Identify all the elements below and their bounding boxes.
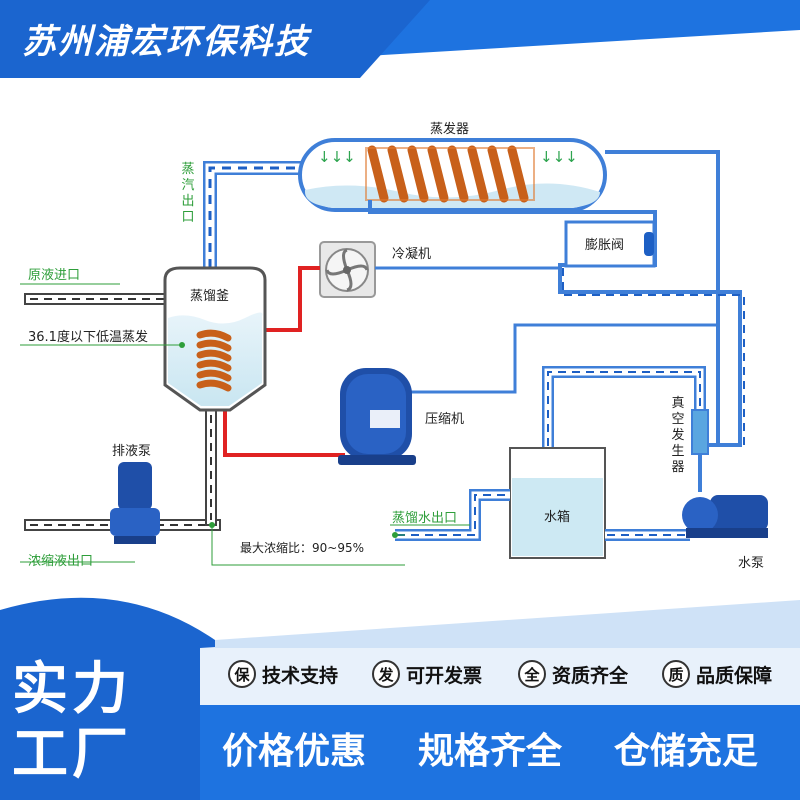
label-low-temp: 36.1度以下低温蒸发	[28, 330, 148, 345]
badge-icon: 保	[228, 660, 256, 688]
bottom-text-storage: 仓储充足	[614, 731, 759, 772]
badge-quality: 质品质保障	[662, 655, 772, 693]
label-water-pump: 水泵	[738, 556, 765, 571]
steam-pipe	[203, 161, 305, 270]
label-evaporator: 蒸发器	[430, 122, 470, 137]
svg-text:↓↓↓: ↓↓↓	[540, 148, 578, 166]
badge-invoice: 发可开发票	[372, 655, 482, 693]
label-feed-inlet: 原液进口	[28, 268, 81, 283]
label-compressor: 压缩机	[425, 412, 465, 427]
header-band	[0, 0, 800, 78]
badge-tech-support: 保技术支持	[228, 655, 338, 693]
expansion-valve	[644, 232, 654, 256]
badge-icon: 全	[518, 660, 546, 688]
vacuum-generator	[691, 409, 709, 455]
kettle	[163, 266, 267, 412]
discharge-pump	[110, 462, 160, 544]
label-condenser: 冷凝机	[392, 247, 432, 262]
feed-pipe	[24, 293, 171, 305]
vacuum-pipes	[542, 366, 706, 448]
right-pipes	[368, 150, 745, 448]
down-arrows-left: ↓↓↓	[318, 148, 356, 166]
svg-text:↓↓↓: ↓↓↓	[318, 148, 356, 166]
label-water-tank: 水箱	[544, 510, 571, 525]
slogan-line1: 实力	[12, 657, 132, 722]
badge-icon: 质	[662, 660, 690, 688]
water-tank	[509, 447, 606, 559]
label-steam-outlet: 蒸汽出口	[181, 162, 195, 225]
bottom-band	[200, 705, 800, 800]
badge-qualification: 全资质齐全	[518, 655, 628, 693]
label-concentrate-outlet: 浓缩液出口	[28, 554, 94, 569]
company-name: 苏州浦宏环保科技	[22, 22, 310, 62]
kettle-coil	[196, 329, 232, 392]
water-pump	[682, 495, 768, 538]
bottom-text-spec: 规格齐全	[418, 731, 563, 772]
label-discharge-pump: 排液泵	[112, 444, 152, 459]
bottom-text-price: 价格优惠	[222, 731, 367, 772]
badge-icon: 发	[372, 660, 400, 688]
label-max-ratio: 最大浓缩比：90~95%	[240, 541, 364, 555]
pump-pipe	[605, 454, 702, 541]
slogan-line2: 工厂	[12, 722, 132, 787]
down-arrows-right: ↓↓↓	[540, 148, 578, 166]
distilled-pipe	[395, 489, 510, 541]
slogan-bg	[0, 597, 215, 800]
compressor-unit	[338, 368, 416, 465]
label-expansion-valve: 膨胀阀	[585, 238, 625, 253]
evaporator-coil	[367, 145, 529, 203]
label-distillation-kettle: 蒸馏釜	[190, 289, 230, 304]
label-vacuum-generator: 真空发生器	[671, 396, 685, 475]
label-distilled-outlet: 蒸馏水出口	[392, 511, 458, 526]
condenser-unit	[319, 241, 376, 298]
